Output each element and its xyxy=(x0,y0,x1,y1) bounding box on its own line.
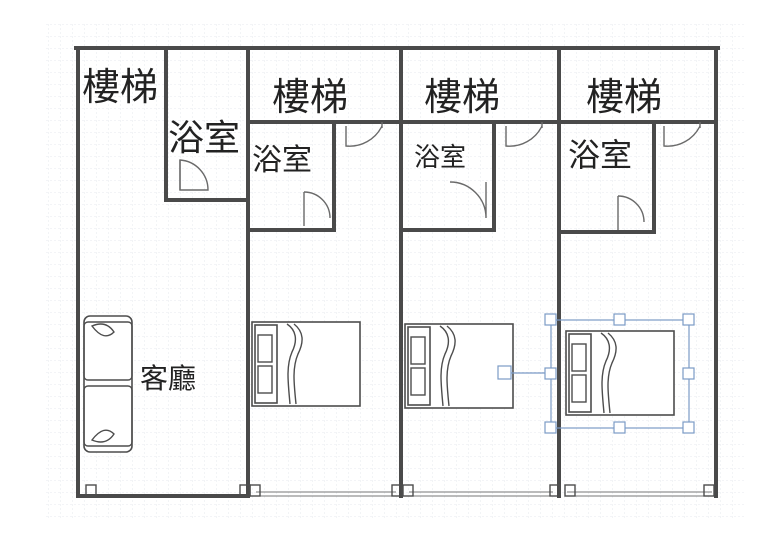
unit-2[interactable] xyxy=(246,120,403,232)
resize-handle[interactable] xyxy=(682,421,695,434)
label-bath-4: 浴室 xyxy=(568,136,632,174)
label-living: 客廳 xyxy=(140,362,196,395)
resize-handle[interactable] xyxy=(682,313,695,326)
unit-3[interactable] xyxy=(399,120,561,232)
bottom-windows[interactable] xyxy=(85,484,715,497)
selection-box[interactable] xyxy=(497,313,695,434)
resize-handle[interactable] xyxy=(613,421,626,434)
unit-4[interactable] xyxy=(557,120,718,234)
resize-handle[interactable] xyxy=(613,313,626,326)
resize-handle[interactable] xyxy=(682,367,695,380)
unit-1[interactable] xyxy=(164,46,250,202)
bed-unit-4[interactable] xyxy=(565,330,675,416)
label-bath-3: 浴室 xyxy=(414,143,466,173)
resize-handle[interactable] xyxy=(544,367,557,380)
connector-handle[interactable] xyxy=(497,365,512,380)
label-stairs-4: 樓梯 xyxy=(586,75,662,119)
resize-handle[interactable] xyxy=(544,313,557,326)
grid-background xyxy=(44,22,744,520)
label-bath-1: 浴室 xyxy=(168,118,240,159)
label-stairs-2: 樓梯 xyxy=(272,75,348,119)
bed-unit-2[interactable] xyxy=(251,321,361,407)
label-bath-2: 浴室 xyxy=(252,143,312,178)
bed-unit-3[interactable] xyxy=(404,323,514,409)
label-stairs-1: 樓梯 xyxy=(82,65,158,109)
label-stairs-3: 樓梯 xyxy=(424,75,500,119)
sofa[interactable] xyxy=(83,315,133,453)
resize-handle[interactable] xyxy=(544,421,557,434)
